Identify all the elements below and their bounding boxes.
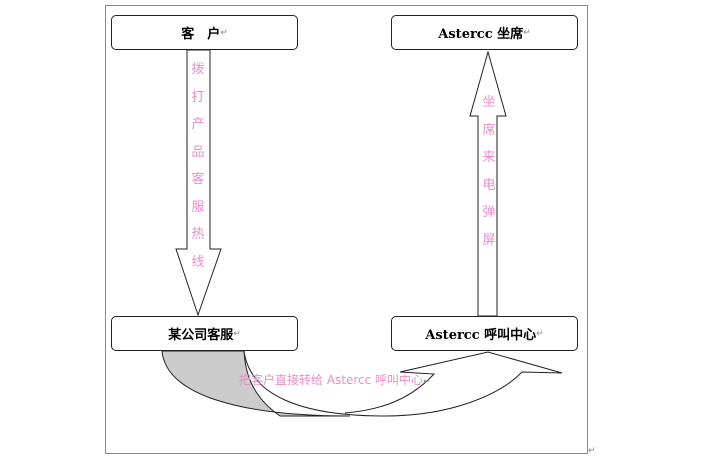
node-company-service: 某公司客服↵ bbox=[111, 316, 298, 351]
edge-label-transfer-text: 把客户直接转给 Astercc 呼叫中心 bbox=[239, 373, 424, 387]
node-call-center-label: Astercc 呼叫中心 bbox=[425, 328, 537, 343]
paragraph-mark: ↵ bbox=[536, 328, 544, 339]
node-company-service-label: 某公司客服 bbox=[168, 328, 234, 343]
edge-label-dial-hotline: 拨打产品客服热线 bbox=[191, 62, 205, 270]
frame-border bbox=[105, 5, 588, 454]
curved-arrow-back bbox=[161, 350, 351, 417]
paragraph-mark: ↵ bbox=[523, 27, 531, 38]
paragraph-mark: ↵ bbox=[588, 446, 596, 456]
node-call-center: Astercc 呼叫中心↵ bbox=[391, 316, 578, 351]
down-arrow-shape bbox=[175, 49, 222, 317]
node-agent: Astercc 坐席↵ bbox=[391, 15, 578, 50]
paragraph-mark: ↵ bbox=[423, 377, 431, 387]
node-customer-label: 客 户 bbox=[181, 27, 221, 42]
paragraph-mark: ↵ bbox=[220, 27, 228, 38]
node-customer: 客 户↵ bbox=[111, 15, 298, 50]
paragraph-mark: ↵ bbox=[233, 328, 241, 339]
up-arrow-shape bbox=[469, 50, 507, 317]
curved-arrow-front bbox=[243, 350, 563, 417]
edge-label-transfer: 把客户直接转给 Astercc 呼叫中心↵ bbox=[239, 371, 431, 388]
node-agent-label: Astercc 坐席 bbox=[438, 27, 524, 42]
edge-label-screen-pop: 坐席来电弹屏 bbox=[482, 95, 496, 248]
